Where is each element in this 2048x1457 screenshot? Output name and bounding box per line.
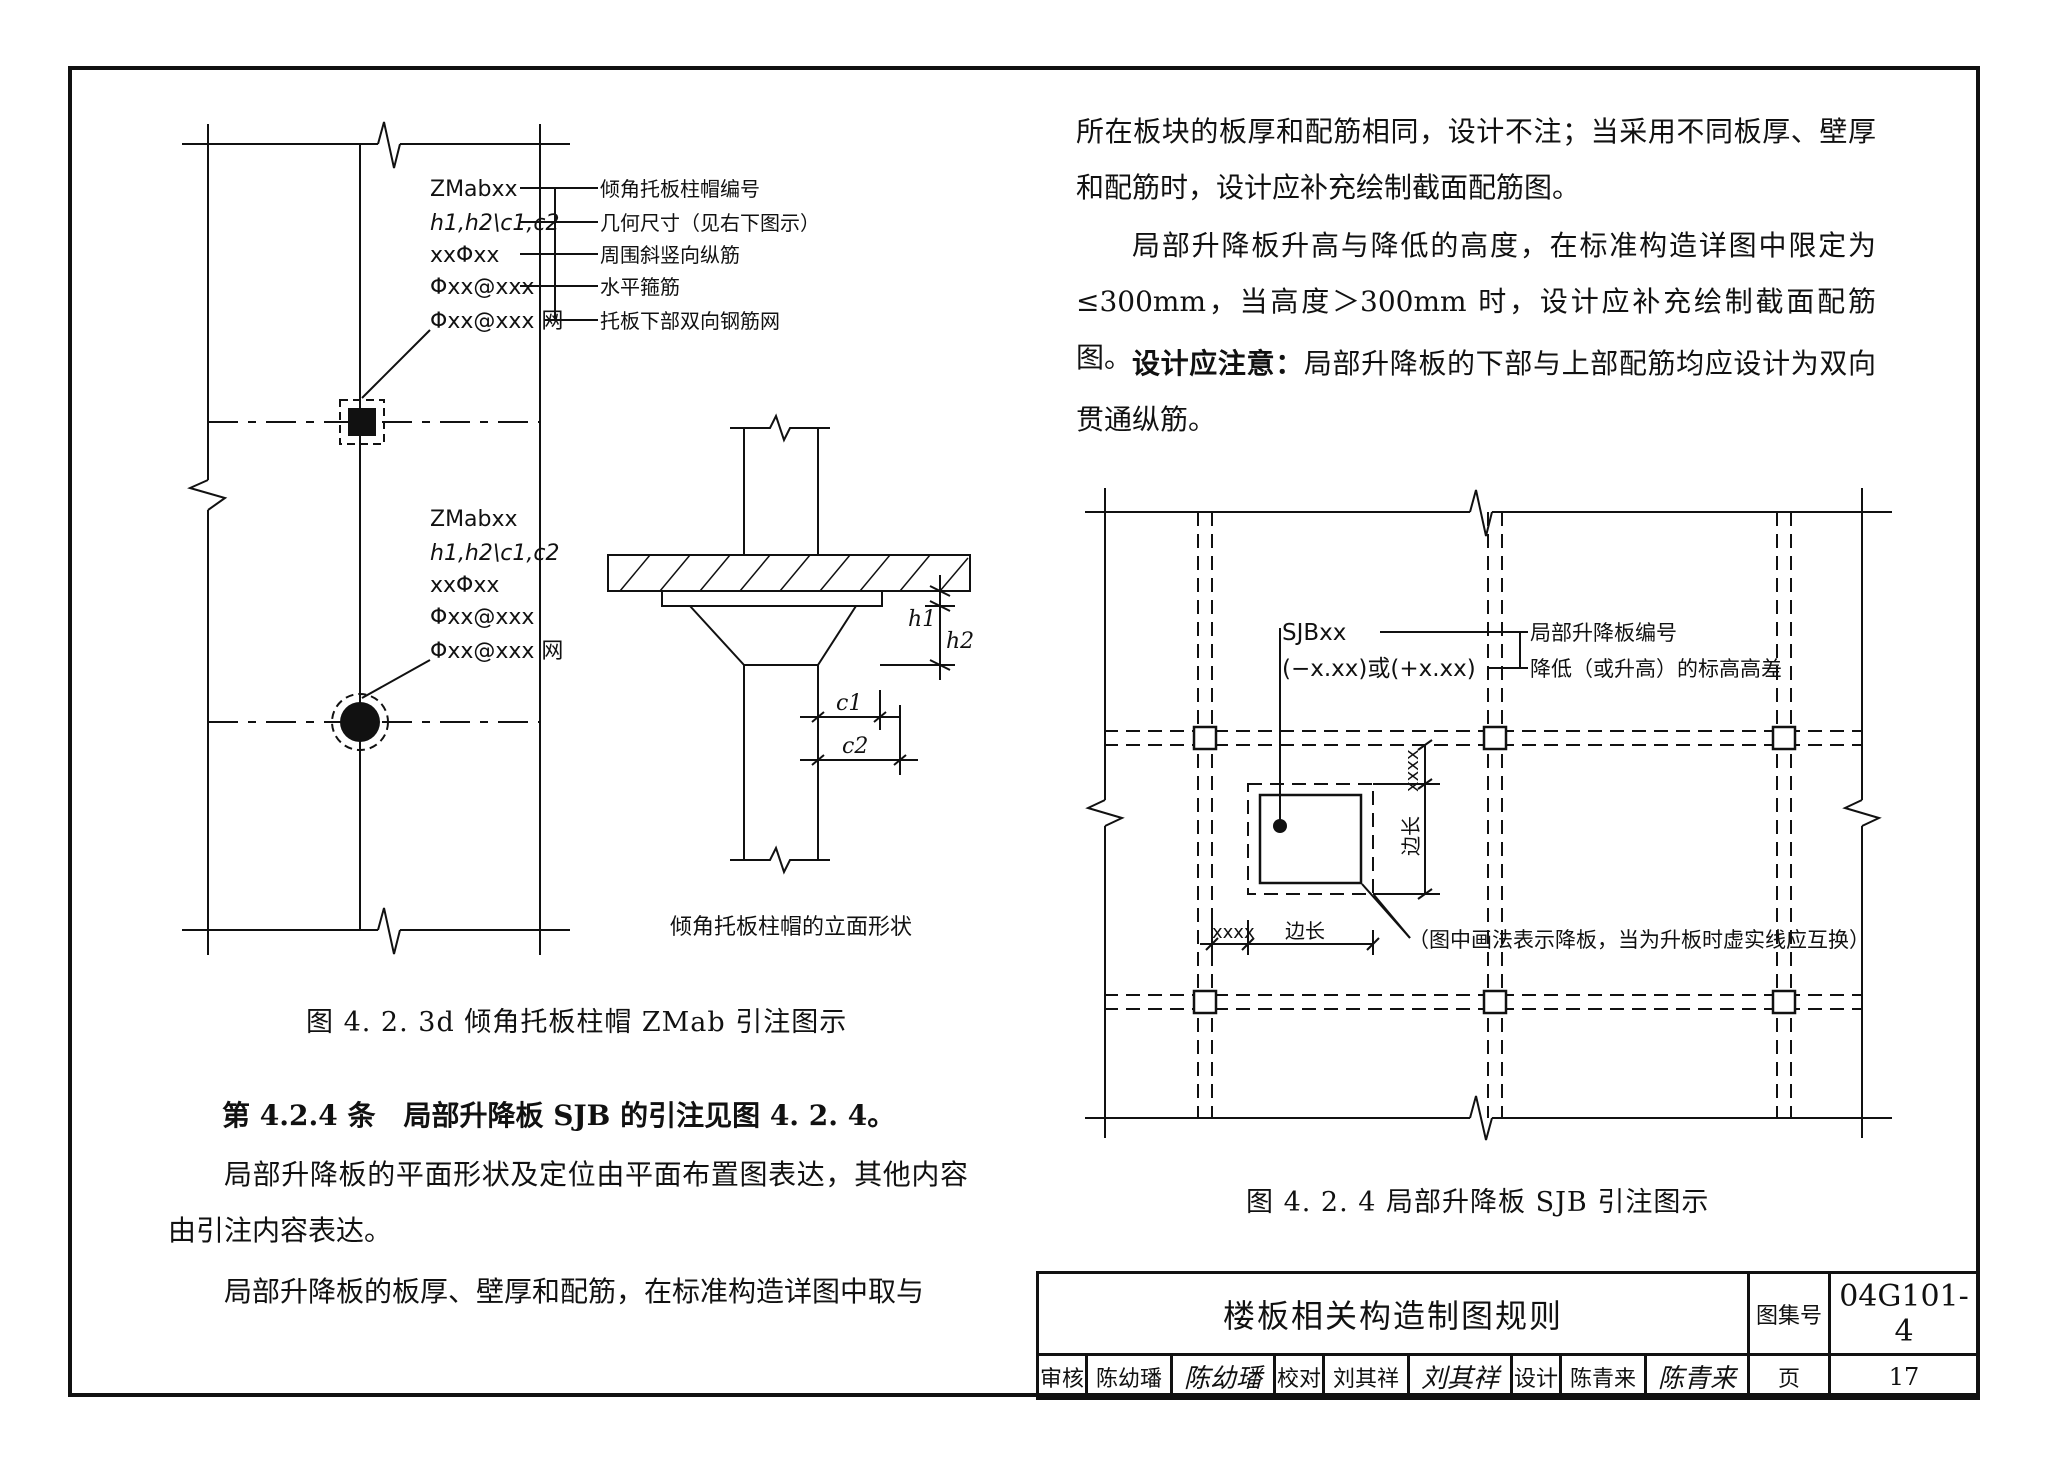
design-note-label: 设计应注意： bbox=[1132, 347, 1304, 380]
plan-label-code-2: ZMabxx bbox=[430, 507, 518, 532]
reviewer-signature: 陈幼璠 bbox=[1170, 1353, 1276, 1400]
plan-label-mesh-2: Φxx@xxx 网 bbox=[430, 639, 563, 664]
figure-caption-424: 图 4. 2. 4 局部升降板 SJB 引注图示 bbox=[1246, 1187, 1710, 1218]
sjb-code-desc: 局部升降板编号 bbox=[1530, 621, 1677, 645]
plan-label-stirrup-2: Φxx@xxx bbox=[430, 605, 534, 630]
dim-xxxx-vertical: xxxx bbox=[1402, 749, 1423, 792]
plan-label-geom-1: h1,h2\c1,c2 bbox=[430, 211, 559, 236]
drawing-title: 楼板相关构造制图规则 bbox=[1036, 1271, 1750, 1356]
title-block: 楼板相关构造制图规则 图集号 04G101-4 审核 陈幼璠 陈幼璠 校对 刘其… bbox=[1036, 1271, 1980, 1400]
check-label: 校对 bbox=[1273, 1353, 1325, 1400]
right-paragraph-2: 局部升降板升高与降低的高度，在标准构造详图中限定为≤300mm，当高度＞300m… bbox=[1076, 218, 1876, 386]
desc-mesh: 托板下部双向钢筋网 bbox=[600, 309, 780, 333]
dim-c1-label: c1 bbox=[836, 691, 862, 716]
page-number: 17 bbox=[1828, 1353, 1980, 1400]
dim-xxxx-horizontal: xxxx bbox=[1212, 922, 1255, 943]
page-label: 页 bbox=[1747, 1353, 1831, 1400]
dim-h1-label: h1 bbox=[908, 607, 936, 632]
checker-signature: 刘其祥 bbox=[1407, 1353, 1513, 1400]
plan-label-stirrup-1: Φxx@xxx bbox=[430, 275, 534, 300]
right-paragraph-3: 设计应注意：局部升降板的下部与上部配筋均应设计为双向贯通纵筋。 bbox=[1076, 336, 1876, 448]
sjb-elevation: (−x.xx)或(+x.xx) bbox=[1282, 656, 1476, 682]
sjb-elevation-desc: 降低（或升高）的标高高差 bbox=[1530, 657, 1782, 681]
atlas-number: 04G101-4 bbox=[1828, 1271, 1980, 1356]
desc-slope-bars: 周围斜竖向纵筋 bbox=[600, 243, 740, 267]
plan-label-geom-2: h1,h2\c1,c2 bbox=[430, 541, 559, 566]
design-note-text: 局部升降板的下部与上部配筋均应设计为双向贯通纵筋。 bbox=[1076, 347, 1876, 436]
designer-name: 陈青来 bbox=[1559, 1353, 1647, 1400]
left-paragraph-1: 局部升降板的平面形状及定位由平面布置图表达，其他内容由引注内容表达。 bbox=[168, 1147, 968, 1259]
right-paragraph-2-text: 局部升降板升高与降低的高度，在标准构造详图中限定为≤300mm，当高度＞300m… bbox=[1076, 229, 1876, 374]
clause-424-heading: 第 4.2.4 条 局部升降板 SJB 的引注见图 4. 2. 4。 bbox=[222, 1099, 896, 1132]
plan-label-slope-bars-2: xxΦxx bbox=[430, 573, 499, 598]
left-paragraph-2: 局部升降板的板厚、壁厚和配筋，在标准构造详图中取与 bbox=[168, 1264, 968, 1320]
right-paragraph-1: 所在板块的板厚和配筋相同，设计不注；当采用不同板厚、壁厚和配筋时，设计应补充绘制… bbox=[1076, 104, 1876, 216]
left-paragraph-1-text: 局部升降板的平面形状及定位由平面布置图表达，其他内容由引注内容表达。 bbox=[168, 1158, 968, 1247]
sheet-frame bbox=[68, 66, 1980, 1397]
dim-side-horizontal: 边长 bbox=[1285, 919, 1325, 943]
sjb-code: SJBxx bbox=[1282, 620, 1346, 646]
figure-caption-423d: 图 4. 2. 3d 倾角托板柱帽 ZMab 引注图示 bbox=[306, 1007, 848, 1038]
left-paragraph-2-text: 局部升降板的板厚、壁厚和配筋，在标准构造详图中取与 bbox=[224, 1275, 925, 1308]
desc-geom: 几何尺寸（见右下图示） bbox=[600, 211, 820, 235]
plan-label-mesh-1: Φxx@xxx 网 bbox=[430, 309, 563, 334]
reviewer-name: 陈幼璠 bbox=[1085, 1353, 1173, 1400]
dim-h2-label: h2 bbox=[946, 629, 974, 654]
dim-c2-label: c2 bbox=[842, 734, 868, 759]
designer-signature: 陈青来 bbox=[1644, 1353, 1750, 1400]
atlas-label: 图集号 bbox=[1747, 1271, 1831, 1356]
dim-side-vertical: 边长 bbox=[1399, 816, 1423, 856]
desc-code: 倾角托板柱帽编号 bbox=[600, 177, 760, 201]
desc-stirrup: 水平箍筋 bbox=[600, 275, 680, 299]
plan-label-code-1: ZMabxx bbox=[430, 177, 518, 202]
sjb-note: （图中画法表示降板，当为升板时虚实线应互换） bbox=[1408, 928, 1870, 952]
right-paragraph-1-text: 所在板块的板厚和配筋相同，设计不注；当采用不同板厚、壁厚和配筋时，设计应补充绘制… bbox=[1076, 115, 1876, 204]
design-label: 设计 bbox=[1510, 1353, 1562, 1400]
elevation-caption: 倾角托板柱帽的立面形状 bbox=[670, 915, 912, 940]
review-label: 审核 bbox=[1036, 1353, 1088, 1400]
checker-name: 刘其祥 bbox=[1322, 1353, 1410, 1400]
plan-label-slope-bars-1: xxΦxx bbox=[430, 243, 499, 268]
